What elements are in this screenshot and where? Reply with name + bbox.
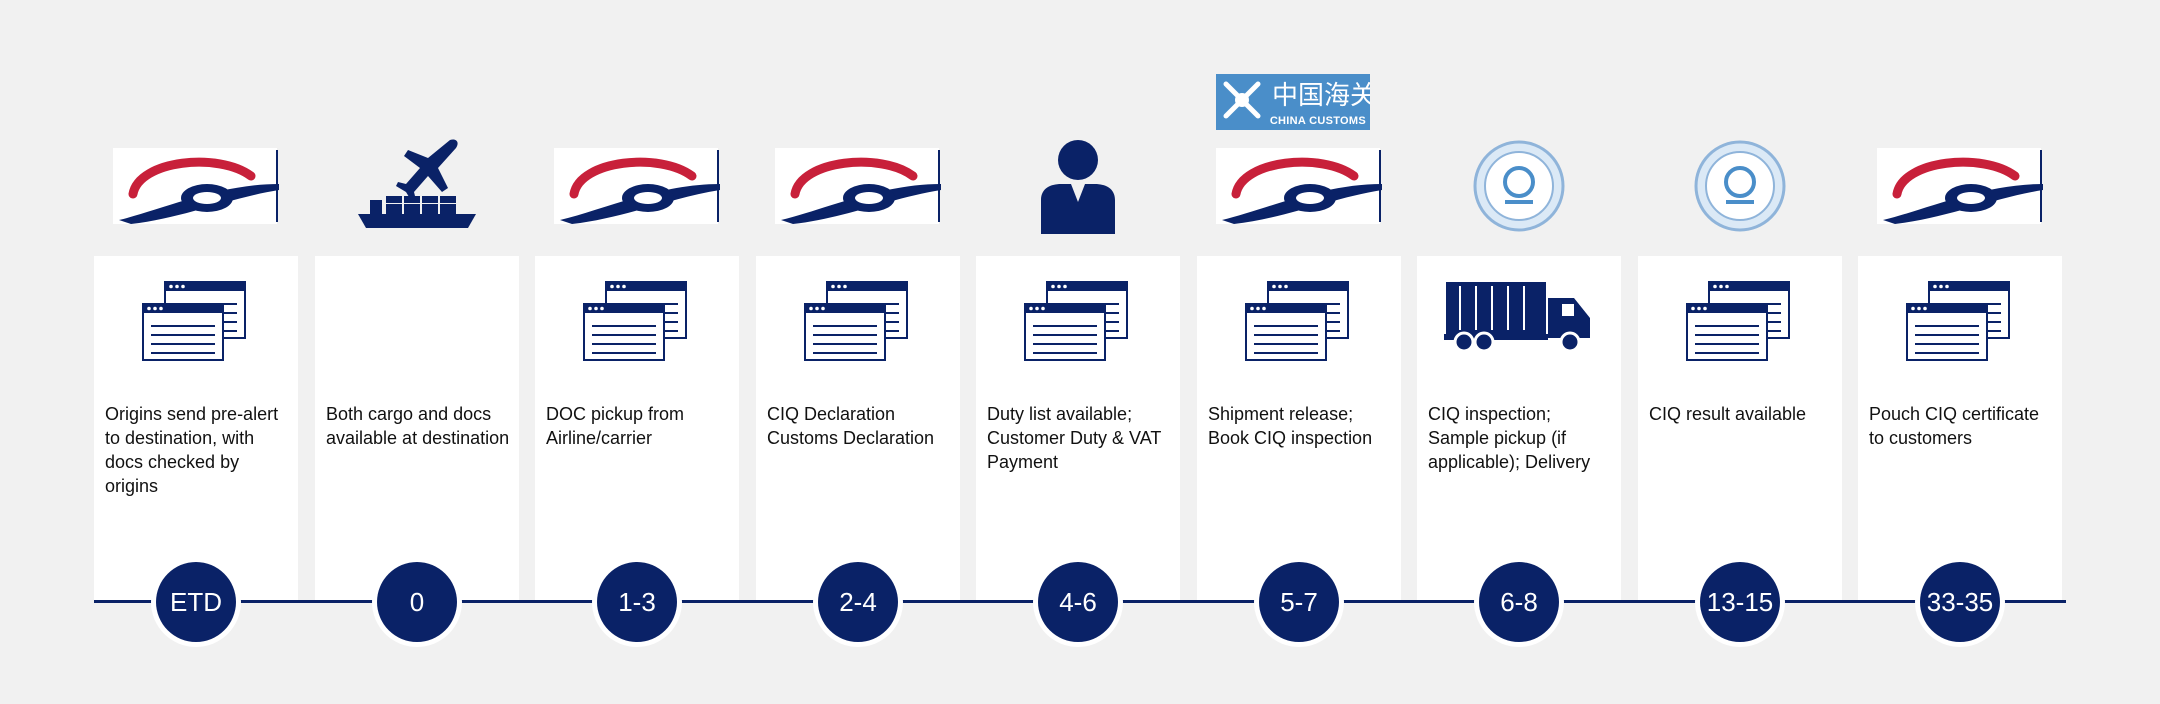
step-2: Both cargo and docs available at destina… bbox=[315, 0, 519, 704]
documents-icon bbox=[1197, 278, 1401, 366]
step-description: Duty list available; Customer Duty & VAT… bbox=[987, 404, 1162, 472]
step-9: Pouch CIQ certificate to customers 33-35 bbox=[1858, 0, 2062, 704]
step-description: DOC pickup from Airline/carrier bbox=[546, 404, 685, 448]
ciq-seal-icon bbox=[1417, 136, 1621, 236]
step-description: Origins send pre-alert to destination, w… bbox=[105, 404, 279, 496]
day-badge: 13-15 bbox=[1700, 562, 1780, 642]
documents-icon bbox=[1638, 278, 1842, 366]
company-logo-icon bbox=[756, 146, 960, 246]
documents-icon bbox=[535, 278, 739, 366]
plane-ship-icon bbox=[315, 136, 519, 236]
step-description: CIQ Declaration Customs Declaration bbox=[767, 404, 935, 448]
step-description: Both cargo and docs available at destina… bbox=[326, 404, 510, 448]
day-badge: ETD bbox=[156, 562, 236, 642]
truck-icon bbox=[1417, 278, 1621, 366]
step-4: CIQ Declaration Customs Declaration 2-4 bbox=[756, 0, 960, 704]
day-badge: 5-7 bbox=[1259, 562, 1339, 642]
customs-cn-text: 中国海关 bbox=[1272, 81, 1370, 111]
company-logo-icon bbox=[1858, 146, 2062, 246]
company-logo-icon bbox=[94, 146, 298, 246]
documents-icon bbox=[94, 278, 298, 366]
step-description: Shipment release; Book CIQ inspection bbox=[1208, 404, 1373, 448]
step-5: Duty list available; Customer Duty & VAT… bbox=[976, 0, 1180, 704]
day-badge: 1-3 bbox=[597, 562, 677, 642]
documents-icon bbox=[1858, 278, 2062, 366]
person-icon bbox=[976, 136, 1180, 236]
customs-emblem-icon: 中国海关 bbox=[1223, 81, 1376, 119]
step-3: DOC pickup from Airline/carrier 1-3 bbox=[535, 0, 739, 704]
company-logo-icon bbox=[535, 146, 739, 246]
day-badge: 2-4 bbox=[818, 562, 898, 642]
step-8: CIQ result available 13-15 bbox=[1638, 0, 1842, 704]
step-description: Pouch CIQ certificate to customers bbox=[1869, 404, 2040, 448]
documents-icon bbox=[756, 278, 960, 366]
step-description: CIQ result available bbox=[1649, 404, 1807, 424]
day-badge: 4-6 bbox=[1038, 562, 1118, 642]
customs-en-text: CHINA CUSTOMS bbox=[1269, 115, 1366, 127]
step-description: CIQ inspection; Sample pickup (if applic… bbox=[1428, 404, 1591, 472]
day-badge: 6-8 bbox=[1479, 562, 1559, 642]
step-card bbox=[315, 256, 519, 602]
day-badge: 0 bbox=[377, 562, 457, 642]
step-6: Shipment release; Book CIQ inspection 5-7 bbox=[1197, 0, 1401, 704]
documents-icon bbox=[976, 278, 1180, 366]
company-logo-icon bbox=[1197, 146, 1401, 246]
day-badge: 33-35 bbox=[1920, 562, 2000, 642]
step-7: CIQ inspection; Sample pickup (if applic… bbox=[1417, 0, 1621, 704]
ciq-seal-icon bbox=[1638, 136, 1842, 236]
step-1: Origins send pre-alert to destination, w… bbox=[94, 0, 298, 704]
china-customs-logo: 中国海关 CHINA CUSTOMS bbox=[1216, 74, 1376, 130]
